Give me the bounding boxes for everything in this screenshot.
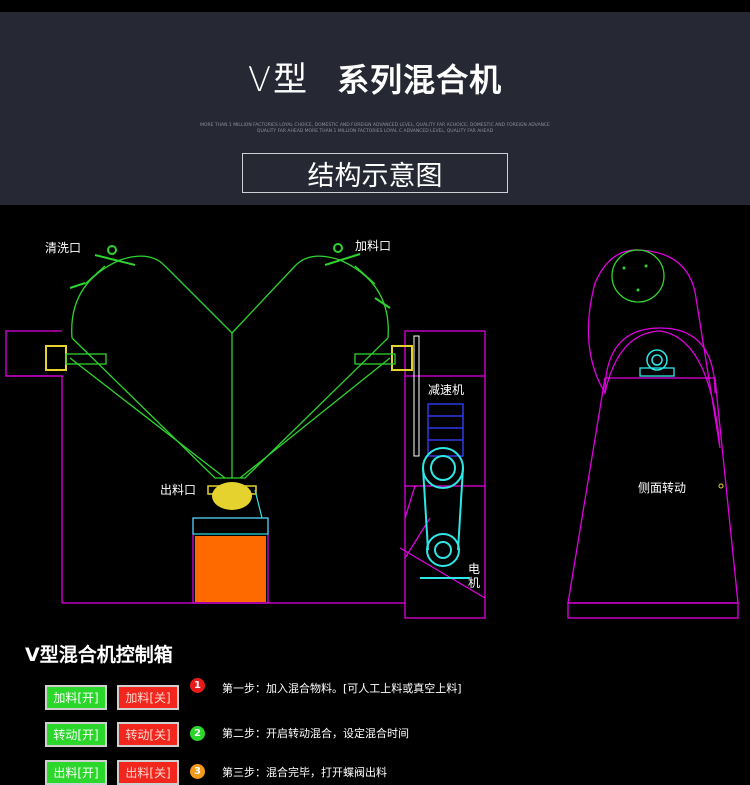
structure-diagram: 清洗口 加料口 减速机 出料口 电 机 侧面转动 bbox=[5, 239, 739, 619]
step-2-badge: 2 bbox=[190, 726, 205, 741]
discharge-valve bbox=[207, 482, 263, 519]
reducer bbox=[427, 403, 464, 457]
material-bin bbox=[195, 536, 266, 602]
step-2-text: 第二步：开启转动混合，设定混合时间 bbox=[222, 727, 409, 740]
feed-off-button[interactable]: 加料[关] bbox=[117, 685, 179, 710]
step-1-text: 第一步：加入混合物料。[可人工上料或真空上料] bbox=[222, 682, 462, 695]
drive-belt bbox=[420, 447, 470, 579]
label-motor-1: 电 bbox=[468, 562, 480, 576]
control-box-title: V型混合机控制箱 bbox=[25, 644, 173, 666]
clean-port bbox=[69, 245, 136, 289]
label-reducer: 减速机 bbox=[428, 383, 464, 397]
label-clean-port: 清洗口 bbox=[45, 241, 81, 255]
side-view bbox=[567, 249, 739, 619]
title-main: 系列混合机 bbox=[337, 61, 503, 99]
bearing-left bbox=[45, 345, 107, 371]
page-title: V型系列混合机 bbox=[0, 52, 750, 101]
label-discharge-port: 出料口 bbox=[160, 483, 196, 497]
label-feed-port: 加料口 bbox=[355, 239, 391, 253]
step-1-badge: 1 bbox=[190, 678, 205, 693]
subtitle-box: 结构示意图 bbox=[242, 153, 508, 193]
tagline: MORE THAN 1 MILLION FACTORIES LOYAL CHOI… bbox=[200, 123, 550, 134]
bearing-right bbox=[354, 335, 420, 457]
label-motor-2: 机 bbox=[468, 576, 480, 590]
feed-port bbox=[324, 243, 391, 309]
header-banner bbox=[0, 12, 750, 205]
label-side-rotation: 侧面转动 bbox=[638, 480, 686, 495]
rotate-on-button[interactable]: 转动[开] bbox=[45, 722, 107, 747]
rotate-off-button[interactable]: 转动[关] bbox=[117, 722, 179, 747]
step-3-text: 第三步：混合完毕，打开蝶阀出料 bbox=[222, 766, 387, 779]
step-3-badge: 3 bbox=[190, 764, 205, 779]
title-prefix: V型 bbox=[247, 60, 310, 100]
machine-frame bbox=[5, 330, 486, 619]
feed-on-button[interactable]: 加料[开] bbox=[45, 685, 107, 710]
v-vessel bbox=[69, 255, 391, 479]
